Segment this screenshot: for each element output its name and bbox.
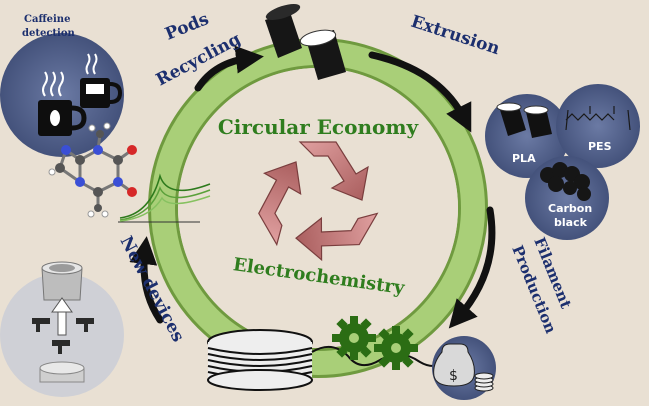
caffeine-bubble: Caffeine detection — [0, 14, 124, 157]
label-pods: Pods — [162, 9, 211, 44]
coffee-mug-icon — [38, 53, 123, 136]
device-bubble — [0, 261, 124, 397]
label-pla: PLA — [512, 152, 536, 165]
coffee-pod-icon — [496, 102, 552, 138]
caffeine-molecule-icon — [48, 122, 137, 218]
label-extrusion: Extrusion — [408, 12, 502, 59]
money-bubble: $ — [432, 336, 496, 400]
cycle-arrows — [129, 45, 496, 329]
green-ring — [148, 38, 488, 378]
voltammogram-icon — [118, 173, 211, 223]
pla-bubble: PLA — [485, 94, 569, 178]
gear-icon — [332, 316, 418, 370]
svg-text:$: $ — [449, 368, 458, 384]
coffee-pod-icon — [265, 4, 346, 80]
arrow-extrusion-down — [368, 51, 472, 133]
recycle-icon — [258, 141, 379, 262]
arrow-pods-to-extrusion — [194, 45, 264, 92]
label-detection: detection — [22, 28, 76, 39]
electrode-device-icon — [32, 261, 94, 383]
center-title: Circular Economy — [218, 115, 420, 139]
arrow-devices-up — [129, 236, 164, 324]
arrow-filament-down — [448, 206, 496, 329]
label-black: black — [554, 216, 588, 229]
pes-bubble: PES — [556, 84, 640, 168]
label-carbon: Carbon — [548, 202, 592, 215]
filament-spool-icon — [207, 329, 461, 391]
coins-icon — [474, 372, 494, 392]
money-bag-icon: $ — [433, 343, 475, 387]
carbon-black-icon — [540, 162, 591, 201]
label-caffeine: Caffeine — [24, 14, 70, 25]
carbon-bubble: Carbon black — [525, 156, 609, 240]
pes-structure-icon — [565, 106, 631, 131]
label-pes: PES — [588, 140, 612, 153]
